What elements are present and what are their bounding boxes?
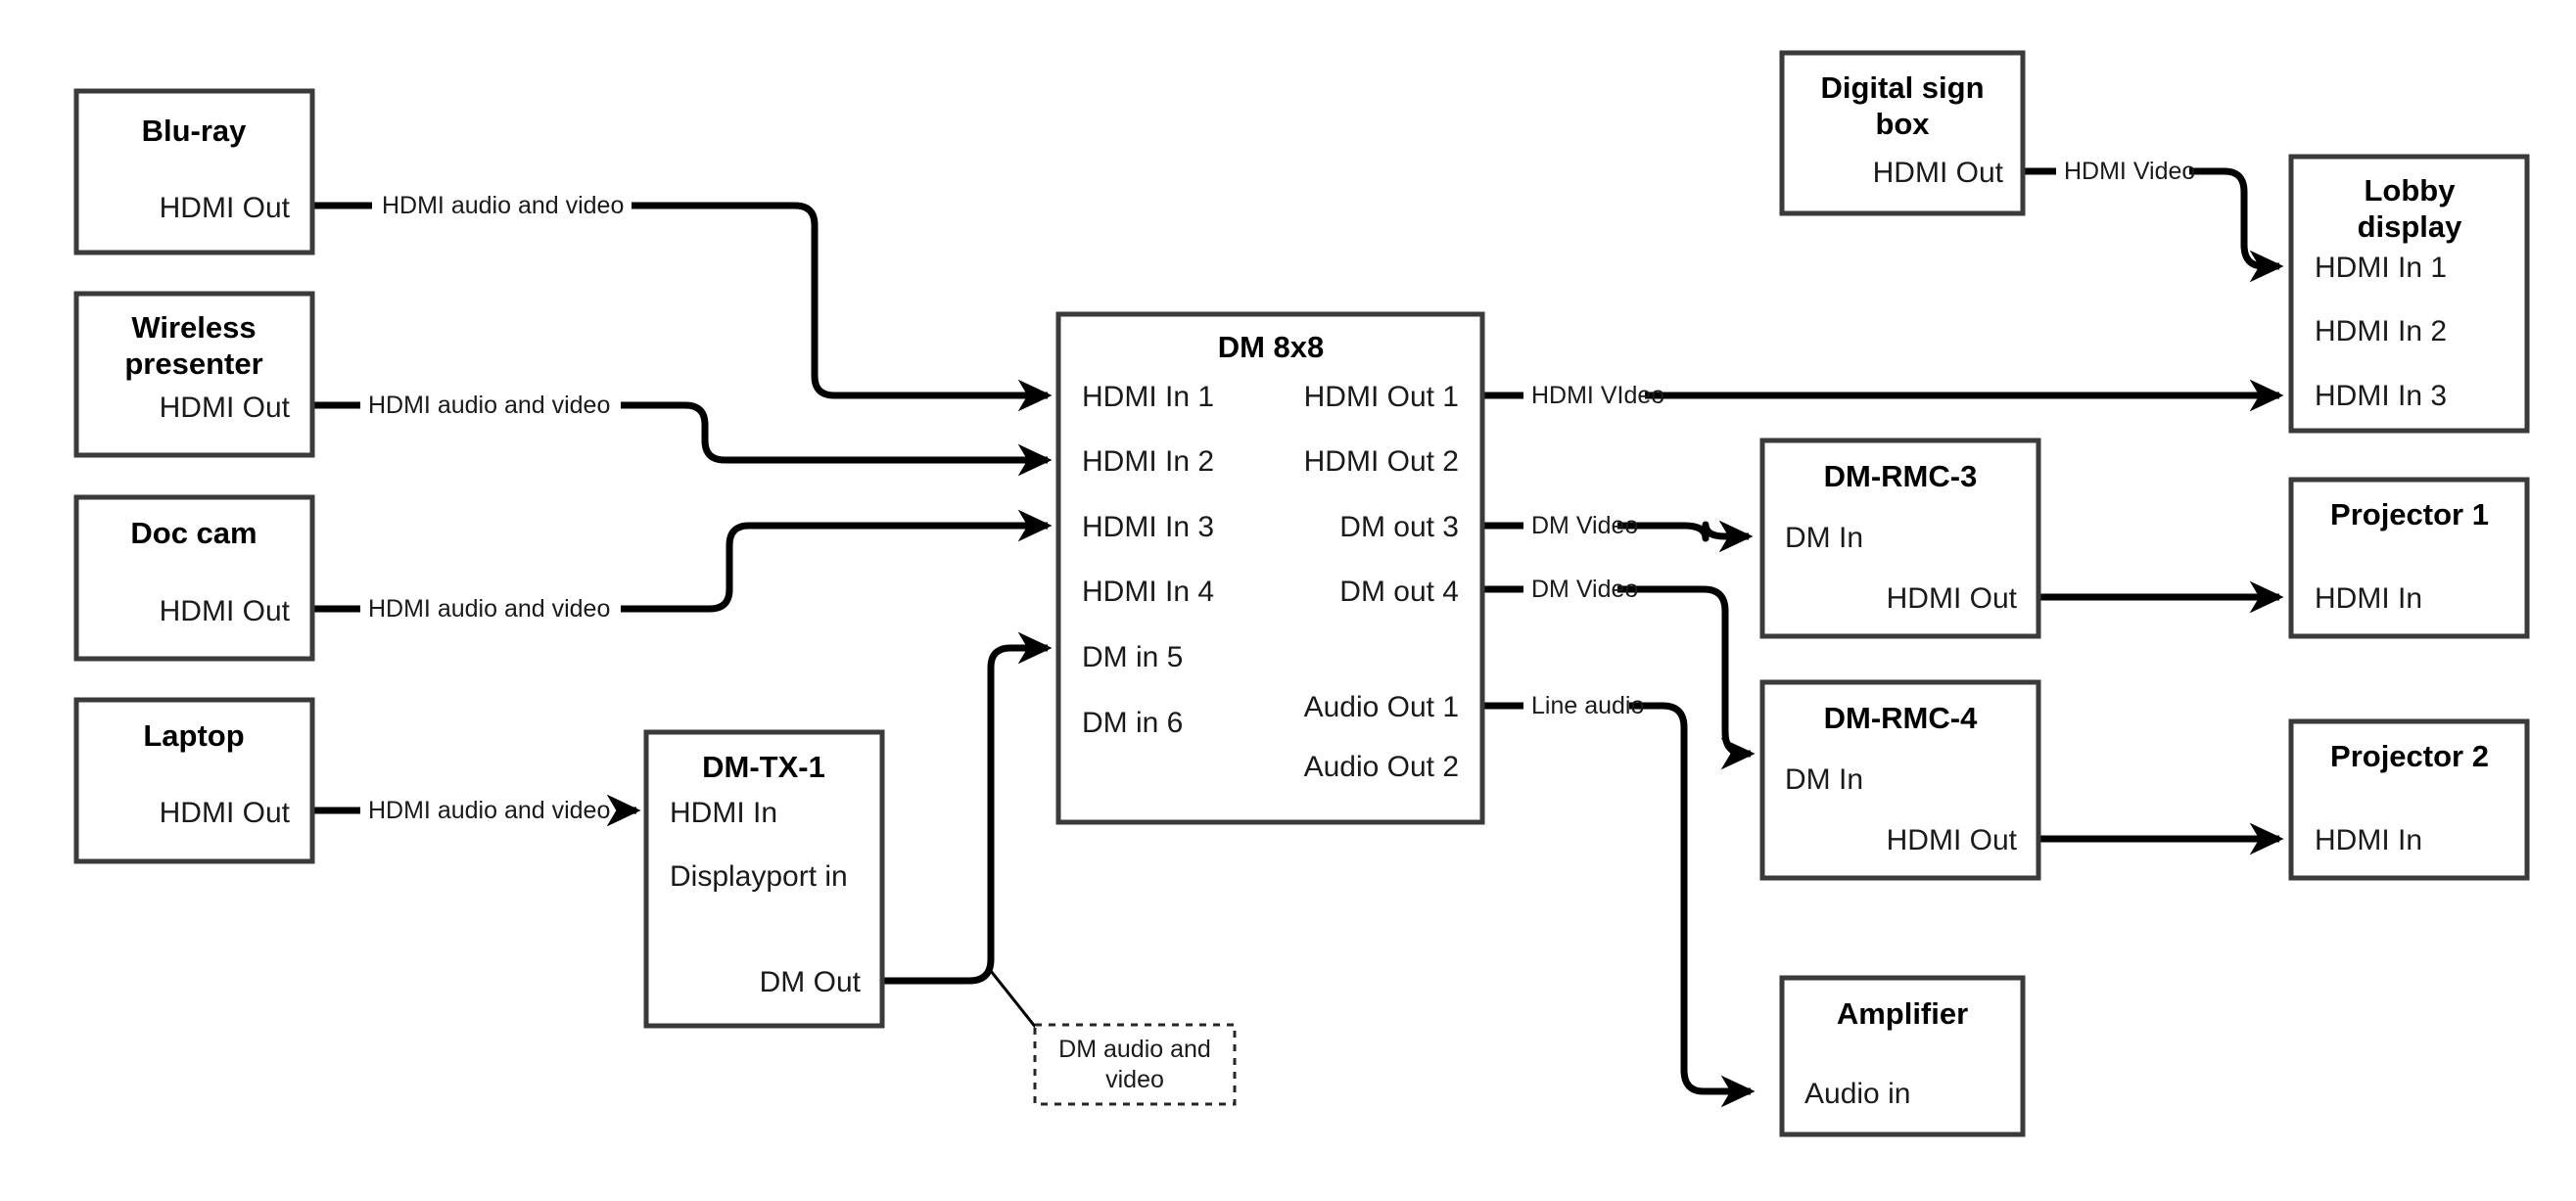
node-projector-1[interactable]: Projector 1 HDMI In <box>2288 477 2530 639</box>
edge-laptop-to-dmtx1: HDMI audio and video <box>312 797 636 824</box>
node-title-digitalsign-line2: box <box>1875 107 1930 141</box>
port-dm8x8-hdmi-in-1: HDMI In 1 <box>1082 381 1214 413</box>
node-title-dmrmc4: DM-RMC-4 <box>1824 701 1978 735</box>
node-dm-tx-1[interactable]: DM-TX-1 HDMI In Displayport in DM Out <box>643 729 885 1029</box>
port-dmrmc4-hdmi-out: HDMI Out <box>1887 824 2018 856</box>
node-dm-rmc-4[interactable]: DM-RMC-4 DM In HDMI Out <box>1759 679 2041 881</box>
edge-bluray-to-dm8x8: HDMI audio and video <box>312 192 1048 395</box>
port-dm8x8-dm-in-5: DM in 5 <box>1082 641 1183 673</box>
node-lobby-display[interactable]: Lobby display HDMI In 1 HDMI In 2 HDMI I… <box>2288 154 2530 434</box>
node-doc-cam[interactable]: Doc cam HDMI Out <box>73 494 315 662</box>
edge-label-e1: HDMI audio and video <box>382 192 624 219</box>
edge-dm8x8-to-lobby-hdmi3: HDMI VIdeo <box>1484 382 2279 409</box>
node-title-wireless-line2: presenter <box>124 346 262 381</box>
port-projector1-hdmi-in: HDMI In <box>2315 582 2422 615</box>
edge-dmtx1-to-dm8x8 <box>882 631 1053 1043</box>
port-dm8x8-hdmi-in-2: HDMI In 2 <box>1082 445 1214 478</box>
port-dm8x8-hdmi-out-1: HDMI Out 1 <box>1304 381 1459 413</box>
port-dm8x8-hdmi-in-4: HDMI In 4 <box>1082 576 1214 608</box>
edge-wireless-to-dm8x8: HDMI audio and video <box>312 392 1048 460</box>
node-title-lobby-line2: display <box>2358 209 2463 244</box>
port-dmrmc4-dm-in: DM In <box>1785 763 1863 796</box>
node-title-lobby-line1: Lobby <box>2365 173 2457 208</box>
port-amplifier-audio-in: Audio in <box>1804 1078 1910 1110</box>
edge-dm8x8-to-amplifier: Line audio <box>1484 692 1751 1091</box>
note-dm-audio-and-video: DM audio and video <box>1033 1023 1237 1106</box>
port-laptop-hdmi-out: HDMI Out <box>160 797 291 829</box>
edge-label-e4: HDMI audio and video <box>368 797 610 824</box>
node-projector-2[interactable]: Projector 2 HDMI In <box>2288 718 2530 881</box>
port-dmrmc3-dm-in: DM In <box>1785 522 1863 554</box>
node-amplifier[interactable]: Amplifier Audio in <box>1779 975 2026 1137</box>
note-line1: DM audio and <box>1058 1036 1211 1063</box>
node-title-projector1: Projector 1 <box>2330 497 2489 531</box>
node-title-amplifier: Amplifier <box>1837 996 1968 1031</box>
port-lobby-hdmi-in-1: HDMI In 1 <box>2315 252 2447 284</box>
port-dmrmc3-hdmi-out: HDMI Out <box>1887 582 2018 615</box>
edge-label-e2: HDMI audio and video <box>368 392 610 419</box>
port-dmtx1-hdmi-in: HDMI In <box>670 797 777 829</box>
port-dm8x8-dm-out-3: DM out 3 <box>1339 511 1459 543</box>
port-dm8x8-hdmi-out-2: HDMI Out 2 <box>1304 445 1459 478</box>
node-title-laptop: Laptop <box>143 718 244 753</box>
edge-dm8x8-to-dmrmc3: DM Video <box>1484 512 1749 539</box>
node-title-projector2: Projector 2 <box>2330 739 2489 773</box>
edge-label-e3: HDMI audio and video <box>368 595 610 623</box>
node-title-dmrmc3: DM-RMC-3 <box>1824 459 1978 493</box>
node-wireless-presenter[interactable]: Wireless presenter HDMI Out <box>73 291 315 458</box>
port-digitalsign-hdmi-out: HDMI Out <box>1873 157 2004 189</box>
edge-label-e7: DM Video <box>1531 512 1638 539</box>
node-title-digitalsign-line1: Digital sign <box>1820 70 1984 105</box>
port-dm8x8-audio-out-1: Audio Out 1 <box>1304 691 1459 723</box>
port-doccam-hdmi-out: HDMI Out <box>160 595 291 627</box>
port-dm8x8-dm-out-4: DM out 4 <box>1339 576 1459 608</box>
edge-label-e10: HDMI Video <box>2064 158 2195 185</box>
port-dm8x8-audio-out-2: Audio Out 2 <box>1304 751 1459 783</box>
port-dmtx1-dm-out: DM Out <box>760 966 862 998</box>
edge-label-e9: Line audio <box>1531 692 1644 719</box>
edge-dm8x8-to-dmrmc4: DM Video <box>1484 576 1751 754</box>
edge-digitalsign-to-lobby: HDMI Video <box>2023 158 2279 266</box>
port-wireless-hdmi-out: HDMI Out <box>160 392 291 424</box>
edge-label-e8: DM Video <box>1531 576 1638 603</box>
node-laptop[interactable]: Laptop HDMI Out <box>73 697 315 864</box>
port-dmtx1-displayport-in: Displayport in <box>670 860 848 893</box>
node-title-dmtx1: DM-TX-1 <box>702 750 825 784</box>
node-title-bluray: Blu-ray <box>142 114 248 148</box>
note-line2: video <box>1105 1066 1164 1093</box>
port-bluray-hdmi-out: HDMI Out <box>160 192 291 224</box>
node-bluray[interactable]: Blu-ray HDMI Out <box>73 88 315 255</box>
port-dm8x8-hdmi-in-3: HDMI In 3 <box>1082 511 1214 543</box>
port-projector2-hdmi-in: HDMI In <box>2315 824 2422 856</box>
node-dm-8x8[interactable]: DM 8x8 HDMI In 1 HDMI In 2 HDMI In 3 HDM… <box>1055 311 1485 825</box>
port-lobby-hdmi-in-3: HDMI In 3 <box>2315 380 2447 412</box>
port-dm8x8-dm-in-6: DM in 6 <box>1082 707 1183 739</box>
node-title-doccam: Doc cam <box>130 516 257 550</box>
node-dm-rmc-3[interactable]: DM-RMC-3 DM In HDMI Out <box>1759 438 2041 639</box>
node-digital-sign-box[interactable]: Digital sign box HDMI Out <box>1779 50 2026 216</box>
node-title-dm8x8: DM 8x8 <box>1218 330 1325 364</box>
edge-doccam-to-dm8x8: HDMI audio and video <box>312 526 1048 623</box>
edge-label-e6: HDMI VIdeo <box>1531 382 1664 409</box>
port-lobby-hdmi-in-2: HDMI In 2 <box>2315 315 2447 347</box>
node-title-wireless-line1: Wireless <box>131 310 256 345</box>
